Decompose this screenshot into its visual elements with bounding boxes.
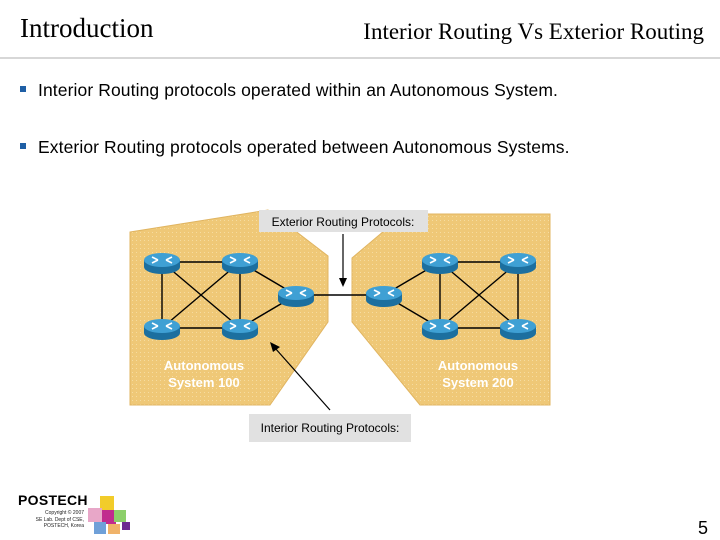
- copyright-text: Copyright © 2007 SE Lab. Dept of CSE, PO…: [18, 510, 84, 530]
- bullet-text: Interior Routing protocols operated with…: [38, 80, 559, 100]
- router-icon: [499, 318, 537, 341]
- bullet-square-icon: [20, 143, 26, 150]
- router-icon: [421, 252, 459, 275]
- router-icon: [221, 318, 259, 341]
- router-icon: [221, 252, 259, 275]
- interior-arrow: [274, 347, 331, 411]
- interior-label-box: [249, 414, 411, 442]
- copyright-line: Copyright © 2007: [45, 510, 84, 516]
- bullet-text: Exterior Routing protocols operated betw…: [38, 137, 570, 157]
- exterior-label-box: [259, 210, 428, 232]
- router-icon: [421, 318, 459, 341]
- slide-header: Introduction Interior Routing Vs Exterio…: [0, 0, 720, 56]
- bullet-square-icon: [20, 86, 26, 93]
- bullet-item: Interior Routing protocols operated with…: [20, 80, 558, 101]
- logo-squares-icon: [88, 496, 130, 534]
- router-icon: [143, 252, 181, 275]
- routing-diagram: Autonomous System 100 Autonomous System …: [129, 209, 551, 442]
- header-divider: [0, 57, 720, 59]
- as-200-label-line1: Autonomous: [438, 358, 518, 373]
- exterior-label: Exterior Routing Protocols:: [272, 215, 415, 229]
- router-icon: [499, 252, 537, 275]
- router-icon: [365, 285, 403, 308]
- postech-logo: POSTECH Copyright © 2007 SE Lab. Dept of…: [18, 492, 138, 538]
- interior-label: Interior Routing Protocols:: [261, 421, 400, 435]
- as-100-label-line2: System 100: [168, 375, 240, 390]
- as-100-label-line1: Autonomous: [164, 358, 244, 373]
- slide-title: Interior Routing Vs Exterior Routing: [363, 19, 704, 44]
- router-icon: [143, 318, 181, 341]
- exterior-arrowhead: [339, 278, 347, 287]
- copyright-line: SE Lab. Dept of CSE,: [35, 516, 84, 523]
- page-number: 5: [697, 518, 708, 538]
- bullet-item: Exterior Routing protocols operated betw…: [20, 137, 570, 158]
- section-title: Introduction: [20, 13, 154, 43]
- router-icon: [277, 285, 315, 308]
- interior-arrowhead: [270, 342, 280, 352]
- copyright-line: POSTECH, Korea: [43, 523, 84, 529]
- as-200-label-line2: System 200: [442, 375, 514, 390]
- logo-name: POSTECH: [18, 492, 88, 508]
